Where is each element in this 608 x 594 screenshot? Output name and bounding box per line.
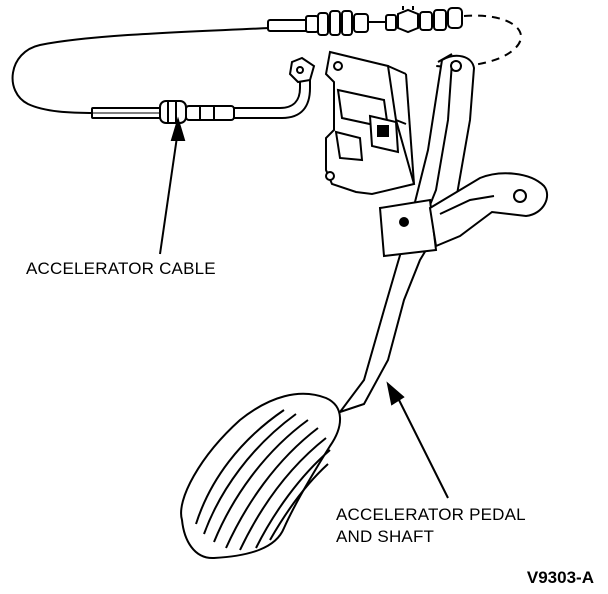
pedal-foot-pad [180,392,342,560]
pivot-clamp [378,172,549,258]
upper-cable-connector [267,6,463,36]
lower-cable-segment [91,56,316,124]
figure-id: V9303-A [526,568,594,587]
mounting-bracket [324,50,416,196]
accelerator-pedal-label-line2: AND SHAFT [336,527,435,546]
accelerator-cable-label: ACCELERATOR CABLE [26,259,216,278]
accelerator-pedal-label-line1: ACCELERATOR PEDAL [336,505,526,524]
leader-arrows [159,116,449,499]
cable-loop [11,27,271,114]
